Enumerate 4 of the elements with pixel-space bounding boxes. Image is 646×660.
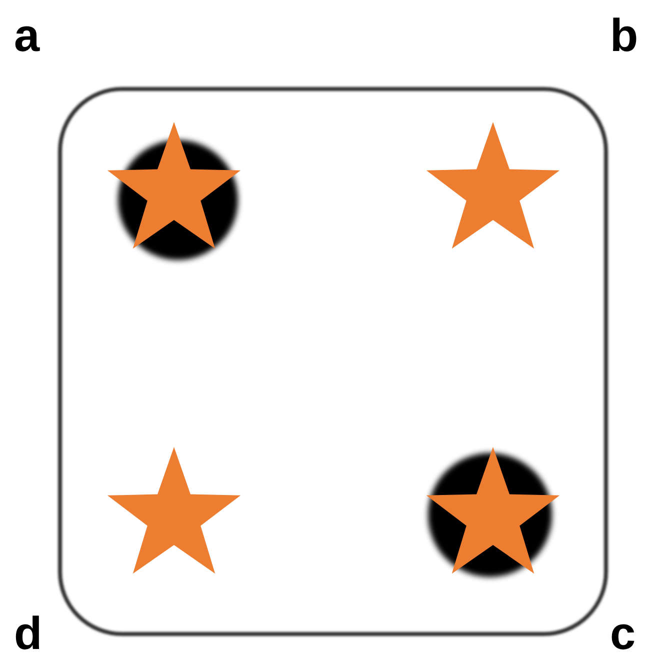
panel-letter: b xyxy=(610,12,638,58)
panel-letter: a xyxy=(14,12,40,58)
panel-letter: d xyxy=(14,610,42,656)
panel-letter: c xyxy=(610,610,636,656)
